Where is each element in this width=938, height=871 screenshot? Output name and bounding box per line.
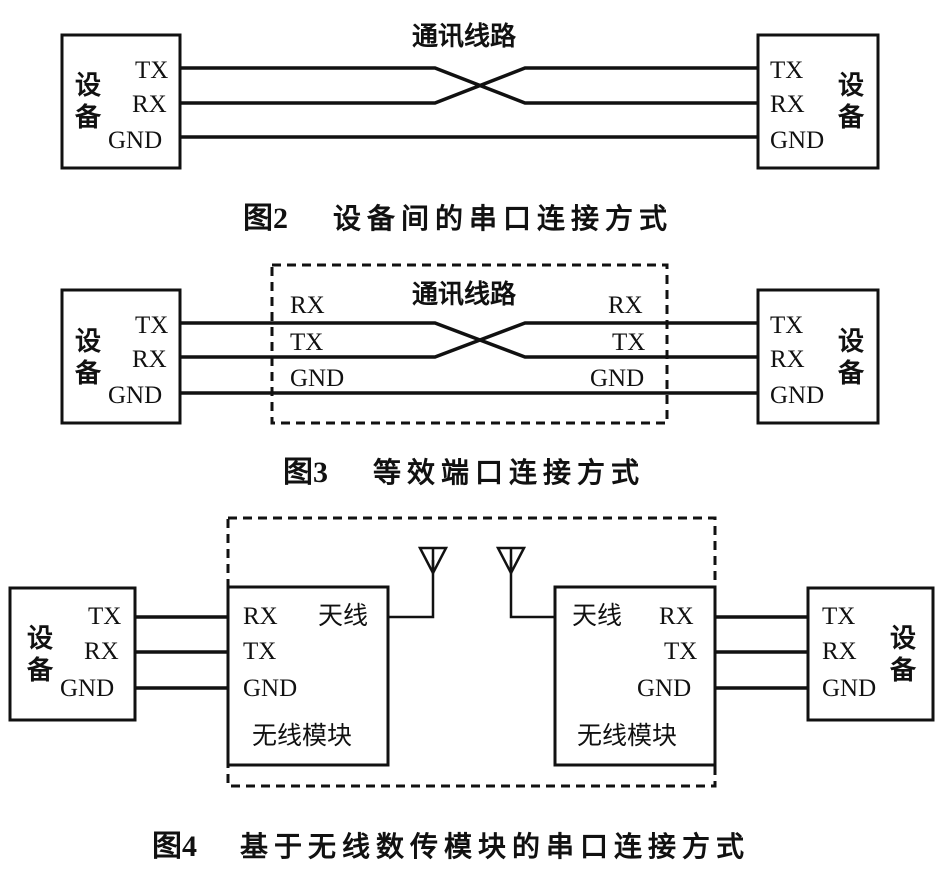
figure-3: 设 备 TX RX GND TX RX GND 设 备 通讯线路 RX TX G… — [60, 263, 880, 489]
fig4-right-device-label-1: 设 — [890, 624, 916, 654]
fig4-left-antenna-icon — [388, 546, 449, 619]
fig4-right-antenna-icon — [495, 546, 555, 619]
fig4-right-module-antenna-label: 天线 — [572, 601, 622, 630]
fig3-left-rx-label: RX — [132, 346, 167, 373]
fig2-left-gnd-label: GND — [108, 127, 162, 154]
fig3-right-gnd-label: GND — [770, 382, 824, 409]
fig3-equivalent-port-dashed-box — [270, 263, 669, 425]
fig3-inner-left-gnd-label: GND — [290, 365, 344, 392]
fig4-left-device-label-1: 设 — [27, 624, 53, 654]
fig3-right-tx-label: TX — [770, 312, 803, 339]
fig3-right-device-label-1: 设 — [838, 327, 864, 357]
fig2-comm-line-label: 通讯线路 — [412, 21, 517, 52]
fig3-wire-rx-to-tx — [180, 321, 758, 359]
fig4-left-gnd-label: GND — [60, 675, 114, 702]
fig2-caption-text: 设备间的串口连接方式 — [333, 202, 673, 235]
fig2-left-device-label-2: 备 — [74, 103, 102, 133]
fig2-left-rx-label: RX — [132, 91, 167, 118]
fig4-left-device-box — [8, 586, 137, 722]
fig3-caption-text: 等效端口连接方式 — [373, 456, 645, 489]
fig2-right-device-label-2: 备 — [837, 103, 865, 133]
fig4-right-gnd-label: GND — [822, 675, 876, 702]
fig4-right-module-gnd-label: GND — [637, 675, 691, 702]
fig3-left-tx-label: TX — [135, 312, 168, 339]
fig4-left-tx-label: TX — [88, 603, 121, 630]
fig2-right-gnd-label: GND — [770, 127, 824, 154]
fig4-right-module-rx-label: RX — [659, 603, 694, 630]
fig4-left-device-label-2: 备 — [26, 656, 54, 686]
fig4-right-module-name: 无线模块 — [577, 721, 677, 750]
fig2-left-tx-label: TX — [135, 57, 168, 84]
fig3-inner-right-rx-label: RX — [608, 292, 643, 319]
fig4-right-device-label-2: 备 — [889, 656, 917, 686]
fig2-right-rx-label: RX — [770, 91, 805, 118]
fig2-right-tx-label: TX — [770, 57, 803, 84]
figure-2: 设 备 TX RX GND TX RX GND 设 备 通讯线路 图2 设备间的… — [60, 21, 880, 235]
fig2-caption-number: 图2 — [243, 202, 288, 235]
fig3-left-device-label-1: 设 — [75, 327, 101, 357]
fig4-right-tx-label: TX — [822, 603, 855, 630]
fig3-left-gnd-label: GND — [108, 382, 162, 409]
fig4-right-device-box — [806, 586, 935, 722]
fig4-left-wireless-module-box — [226, 585, 390, 767]
fig3-comm-line-label: 通讯线路 — [412, 279, 517, 310]
fig2-right-device-label-1: 设 — [838, 71, 864, 101]
fig4-right-wireless-module-box — [553, 585, 717, 767]
fig4-left-module-tx-label: TX — [243, 638, 276, 665]
figure-4: 设 备 TX RX GND RX TX GND 天线 无线模块 天线 RX TX… — [8, 516, 935, 863]
fig4-left-module-gnd-label: GND — [243, 675, 297, 702]
fig2-left-device-label-1: 设 — [75, 71, 101, 101]
fig3-caption-number: 图3 — [283, 456, 328, 489]
fig3-inner-right-gnd-label: GND — [590, 365, 644, 392]
fig3-right-device-label-2: 备 — [837, 359, 865, 389]
fig3-inner-left-rx-label: RX — [290, 292, 325, 319]
fig4-left-module-antenna-label: 天线 — [318, 601, 368, 630]
fig4-right-rx-label: RX — [822, 638, 857, 665]
fig3-inner-left-tx-label: TX — [290, 329, 323, 356]
fig4-left-rx-label: RX — [84, 638, 119, 665]
fig4-right-module-tx-label: TX — [664, 638, 697, 665]
fig2-wire-rx-to-tx — [180, 66, 758, 105]
fig2-wire-tx-to-rx — [180, 66, 758, 105]
fig3-inner-right-tx-label: TX — [612, 329, 645, 356]
fig4-left-module-rx-label: RX — [243, 603, 278, 630]
fig3-left-device-label-2: 备 — [74, 359, 102, 389]
fig3-right-rx-label: RX — [770, 346, 805, 373]
fig4-left-module-name: 无线模块 — [252, 721, 352, 750]
fig4-caption-text: 基于无线数传模块的串口连接方式 — [240, 830, 750, 863]
fig4-caption-number: 图4 — [152, 830, 197, 863]
fig3-wire-tx-to-rx — [180, 321, 758, 359]
